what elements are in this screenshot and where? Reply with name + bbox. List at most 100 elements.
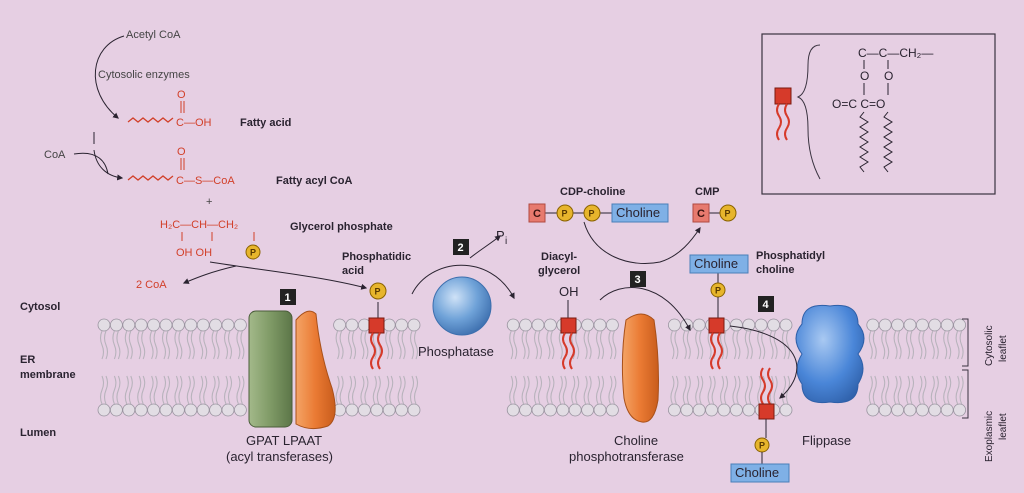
inset-chain-2	[883, 111, 893, 173]
phosphatidylcholine-cytosolic-lipid: P	[708, 272, 726, 370]
svg-text:1: 1	[285, 292, 291, 304]
inset-structure: C—C—CH₂— O O O=C C=O	[761, 33, 996, 195]
fatty-acyl-chain	[127, 175, 174, 181]
fatty-acid-label: Fatty acid	[240, 117, 291, 129]
svg-text:P: P	[250, 248, 256, 258]
flippase-enzyme	[795, 304, 865, 404]
cytosolic-enzymes-label: Cytosolic enzymes	[98, 69, 190, 81]
phosphatidic-acid-label-2: acid	[342, 265, 364, 277]
step-2-box: 2	[453, 239, 469, 255]
glycerol-hydroxyls: OH OH	[176, 247, 212, 259]
phosphatidylcholine-label-2: choline	[756, 264, 795, 276]
step-1-box: 1	[280, 289, 296, 305]
gpat-enzyme	[248, 310, 293, 428]
diacylglycerol-label-2: glycerol	[538, 265, 580, 277]
inset-brace	[796, 44, 821, 180]
phosphatidic-acid-lipid: P	[368, 282, 387, 370]
diacylglycerol-lipid	[560, 300, 577, 370]
phosphatidic-acid-label-1: Phosphatidic	[342, 251, 411, 263]
cmp-molecule: C P	[692, 203, 737, 223]
step-4-box: 4	[758, 296, 774, 312]
phosphatidylcholine-label-1: Phosphatidyl	[756, 250, 825, 262]
exoplasmic-leaflet-label-1: Exoplasmic	[984, 411, 995, 462]
er-membrane-label-2: membrane	[20, 369, 76, 381]
svg-text:3: 3	[635, 274, 641, 286]
exoplasmic-leaflet-label-2: leaflet	[998, 413, 1009, 440]
coa-activation-arrow	[93, 149, 124, 181]
inset-frame	[761, 33, 996, 195]
coa-release-arrow	[182, 265, 237, 284]
exoplasmic-leaflet-bracket	[962, 369, 969, 419]
coa-input-label: CoA	[44, 149, 66, 161]
svg-text:P: P	[589, 209, 595, 219]
fatty-acyl-coa-label: Fatty acyl CoA	[276, 175, 352, 187]
flippase-label: Flippase	[802, 433, 851, 448]
er-membrane-label-1: ER	[20, 354, 35, 366]
diacylglycerol-oh: OH	[559, 284, 579, 299]
phosphatidylcholine-exoplasmic-lipid: P	[754, 367, 775, 464]
gpat-lpaat-label: GPAT LPAAT	[246, 433, 322, 448]
svg-text:P: P	[715, 286, 721, 296]
step-2-arrow	[411, 264, 515, 300]
glycerol-backbone: H₂C—CH—CH₂	[160, 219, 238, 231]
cytosolic-leaflet-label-2: leaflet	[998, 335, 1009, 362]
fatty-acid-formula: C—OH	[176, 117, 212, 129]
fatty-acyl-carbonyl-o: O	[177, 146, 186, 158]
pi-label: P	[496, 228, 505, 243]
svg-text:P: P	[725, 209, 731, 219]
inset-chain-1	[859, 111, 869, 173]
choline-phosphotransferase-label-2: phosphotransferase	[569, 449, 684, 464]
cytosolic-leaflet-label-1: Cytosolic	[984, 325, 995, 366]
choline-phosphotransferase-enzyme	[621, 313, 659, 423]
phosphatase-label: Phosphatase	[418, 344, 494, 359]
svg-text:C: C	[533, 208, 541, 220]
cmp-label: CMP	[695, 186, 719, 198]
step-3-arrow	[599, 287, 691, 332]
inset-carbonyls: O=C C=O	[832, 97, 885, 111]
svg-text:Choline: Choline	[616, 205, 660, 220]
fatty-acid-synthesis: Acetyl CoA Cytosolic enzymes O C—OH Fatt…	[44, 29, 393, 291]
acetyl-to-fatty-arrow	[94, 35, 125, 119]
er-membrane-bilayer	[97, 318, 966, 417]
step-3-box: 3	[630, 271, 646, 287]
inset-tail-icon	[776, 103, 782, 141]
acetyl-coa-label: Acetyl CoA	[126, 29, 181, 41]
choline-phosphotransferase-label-1: Choline	[614, 433, 658, 448]
svg-text:2: 2	[458, 242, 464, 254]
cdp-choline-molecule: C P P Choline	[528, 203, 669, 223]
fatty-acyl-formula: C—S—CoA	[176, 175, 235, 187]
glycerol-phosphate-icon	[245, 244, 261, 260]
diacylglycerol-label-1: Diacyl-	[541, 251, 577, 263]
choline-head-cytosolic: Choline	[689, 254, 749, 274]
cytosolic-leaflet-bracket	[962, 318, 969, 367]
inset-oxygen-2: O	[884, 69, 893, 83]
svg-text:P: P	[375, 287, 381, 297]
cytosol-label: Cytosol	[20, 301, 60, 313]
choline-head-exoplasmic: Choline	[730, 463, 790, 483]
inset-oxygen-1: O	[860, 69, 869, 83]
lumen-label: Lumen	[20, 427, 56, 439]
phosphatase-enzyme	[432, 276, 492, 336]
plus-sign: +	[206, 196, 212, 208]
fatty-acid-carbonyl-o: O	[177, 89, 186, 101]
acyl-transferases-label: (acyl transferases)	[226, 449, 333, 464]
inset-backbone: C—C—CH₂—	[858, 46, 933, 60]
svg-text:P: P	[759, 441, 765, 451]
svg-text:4: 4	[763, 299, 770, 311]
fatty-acid-chain	[127, 117, 174, 123]
lpaat-enzyme	[295, 310, 336, 430]
cdp-to-cmp-arrow	[583, 221, 701, 264]
svg-text:Choline: Choline	[735, 465, 779, 480]
step-4-flip-arrow	[729, 325, 798, 399]
cdp-choline-label: CDP-choline	[560, 186, 625, 198]
to-phosphatidic-acid-arrow	[209, 261, 368, 290]
pi-release-arrow	[469, 235, 501, 259]
svg-text:C: C	[697, 208, 705, 220]
two-coa-label: 2 CoA	[136, 279, 167, 291]
phosphate-icon	[369, 282, 387, 300]
glycerol-phosphate-label: Glycerol phosphate	[290, 221, 393, 233]
pi-subscript: i	[505, 236, 507, 247]
svg-text:P: P	[562, 209, 568, 219]
